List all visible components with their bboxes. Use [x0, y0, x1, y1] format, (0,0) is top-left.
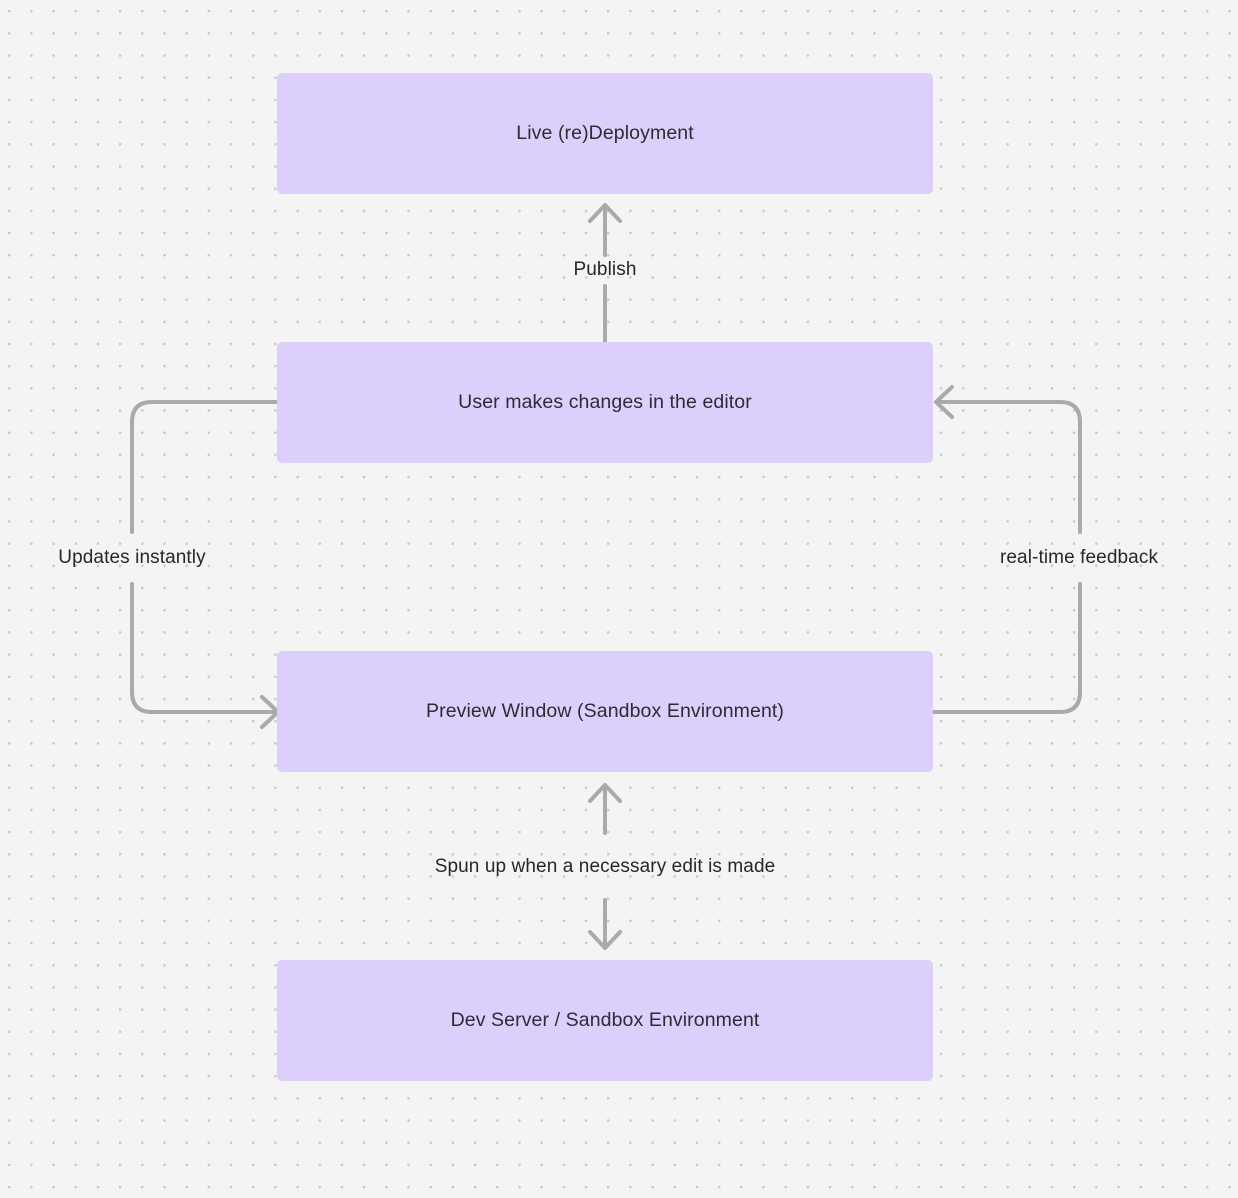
edge-spunup-down-arrowhead [588, 930, 622, 950]
node-preview-window-label: Preview Window (Sandbox Environment) [426, 699, 784, 722]
edge-spunup-up-arrowhead [588, 783, 622, 803]
edge-realtime-upper-segment [935, 400, 1082, 534]
node-dev-server-label: Dev Server / Sandbox Environment [450, 1008, 760, 1031]
node-live-redeployment-label: Live (re)Deployment [516, 121, 694, 144]
node-dev-server[interactable]: Dev Server / Sandbox Environment [277, 960, 933, 1081]
edge-realtime-lower-segment [931, 582, 1082, 714]
edge-label-updates-instantly: Updates instantly [58, 547, 206, 568]
edge-updates-upper-segment [130, 400, 279, 534]
edge-updates-lower-segment [130, 582, 277, 714]
node-live-redeployment[interactable]: Live (re)Deployment [277, 73, 933, 194]
edge-publish-arrowhead [588, 203, 622, 223]
node-user-makes-changes-label: User makes changes in the editor [458, 390, 752, 413]
node-preview-window[interactable]: Preview Window (Sandbox Environment) [277, 651, 933, 772]
node-user-makes-changes[interactable]: User makes changes in the editor [277, 342, 933, 463]
edge-label-publish: Publish [573, 259, 637, 280]
edge-realtime-arrowhead [934, 385, 954, 419]
edge-label-realtime-feedback: real-time feedback [999, 547, 1159, 568]
edge-label-spun-up: Spun up when a necessary edit is made [434, 856, 776, 877]
edge-updates-arrowhead [260, 695, 280, 729]
